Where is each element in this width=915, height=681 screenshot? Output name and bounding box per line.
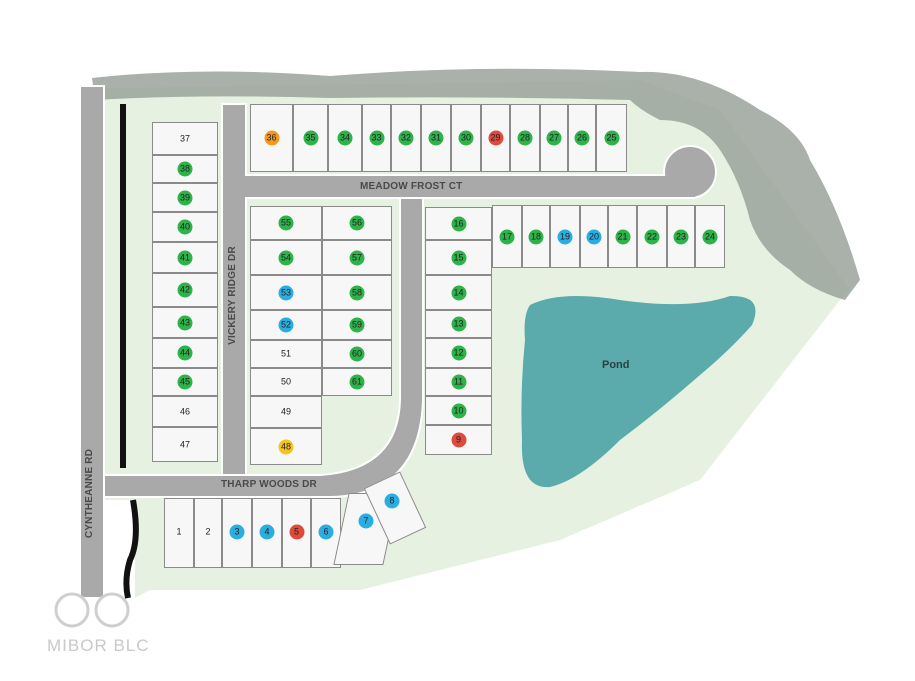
lot-status-marker[interactable]: 17 — [499, 229, 515, 244]
lot-46[interactable] — [152, 396, 218, 427]
lot-status-marker[interactable]: 30 — [458, 130, 474, 146]
lot-status-marker[interactable]: 39 — [177, 190, 193, 205]
lot-status-marker[interactable]: 58 — [349, 285, 365, 300]
lot-status-marker[interactable]: 4 — [259, 524, 275, 540]
lot-status-marker[interactable]: 35 — [303, 130, 318, 146]
lot-status-marker[interactable]: 19 — [557, 229, 573, 244]
lot-status-marker[interactable]: 5 — [289, 524, 304, 540]
lot-status-marker[interactable]: 40 — [177, 219, 193, 235]
lot-status-marker[interactable]: 8 — [384, 493, 400, 509]
lot-status-marker[interactable]: 11 — [451, 374, 466, 390]
lot-status-marker[interactable]: 54 — [278, 250, 294, 265]
lot-status-marker[interactable]: 13 — [451, 316, 466, 332]
lot-status-marker[interactable]: 2 — [205, 526, 211, 537]
lot-status-marker[interactable]: 25 — [604, 130, 619, 146]
lot-status-marker[interactable]: 47 — [179, 439, 190, 449]
lot-status-marker[interactable]: 31 — [428, 130, 444, 146]
lot-status-marker[interactable]: 27 — [546, 130, 562, 146]
pond-label: Pond — [602, 359, 630, 371]
lot-status-marker[interactable]: 12 — [451, 345, 466, 361]
lot-status-marker[interactable]: 51 — [280, 348, 291, 359]
logo-text: MIBOR BLC — [47, 636, 150, 655]
lot-status-marker[interactable]: 48 — [278, 439, 294, 454]
lot-2[interactable] — [194, 498, 222, 568]
lot-status-marker[interactable]: 61 — [349, 374, 365, 390]
lot-status-marker[interactable]: 55 — [278, 215, 294, 231]
road-label-meadow: MEADOW FROST CT — [360, 181, 463, 192]
lot-54[interactable] — [250, 240, 322, 275]
lot-51[interactable] — [250, 340, 322, 368]
lot-status-marker[interactable]: 28 — [517, 130, 533, 146]
lot-status-marker[interactable]: 46 — [179, 406, 190, 416]
lot-status-marker[interactable]: 60 — [349, 346, 365, 362]
lot-status-marker[interactable]: 36 — [264, 130, 279, 146]
lot-32[interactable] — [391, 104, 421, 172]
lot-status-marker[interactable]: 45 — [177, 374, 193, 390]
lot-status-marker[interactable]: 33 — [369, 130, 384, 146]
lot-9[interactable] — [425, 425, 492, 455]
lot-status-marker[interactable]: 37 — [179, 133, 190, 143]
lot-status-marker[interactable]: 59 — [349, 317, 365, 333]
lot-status-marker[interactable]: 44 — [177, 345, 193, 361]
lot-status-marker[interactable]: 21 — [615, 229, 630, 244]
lot-status-marker[interactable]: 34 — [337, 130, 353, 146]
lot-status-marker[interactable]: 53 — [278, 285, 294, 300]
lot-status-marker[interactable]: 9 — [451, 432, 466, 448]
lot-status-marker[interactable]: 57 — [349, 250, 365, 265]
lot-status-marker[interactable]: 22 — [644, 229, 660, 244]
lot-status-marker[interactable]: 16 — [451, 216, 466, 231]
lot-status-marker[interactable]: 50 — [280, 376, 291, 387]
lot-status-marker[interactable]: 43 — [177, 315, 193, 330]
lot-status-marker[interactable]: 26 — [574, 130, 590, 146]
lot-37[interactable] — [152, 122, 218, 155]
road-label-cyntheanne: CYNTHEANNE RD — [84, 448, 96, 539]
roads-fill-fix — [240, 176, 695, 197]
lot-status-marker[interactable]: 20 — [586, 229, 602, 244]
cyntheanne-median — [120, 104, 139, 599]
mibor-logo-icon — [54, 592, 130, 628]
lot-status-marker[interactable]: 24 — [702, 229, 718, 244]
lot-status-marker[interactable]: 23 — [673, 229, 689, 244]
lot-status-marker[interactable]: 56 — [349, 215, 365, 231]
lot-50[interactable] — [250, 368, 322, 396]
lot-49[interactable] — [250, 396, 322, 428]
lot-status-marker[interactable]: 18 — [528, 229, 544, 244]
lot-status-marker[interactable]: 3 — [229, 524, 245, 540]
lot-status-marker[interactable]: 29 — [488, 130, 503, 146]
lot-status-marker[interactable]: 42 — [177, 282, 193, 298]
lot-status-marker[interactable]: 6 — [318, 524, 334, 540]
lot-status-marker[interactable]: 15 — [451, 250, 466, 265]
lot-status-marker[interactable]: 49 — [280, 406, 291, 417]
lot-status-marker[interactable]: 32 — [398, 130, 414, 146]
lot-status-marker[interactable]: 7 — [358, 513, 374, 529]
lot-status-marker[interactable]: 1 — [176, 526, 182, 537]
lot-47[interactable] — [152, 427, 218, 462]
lot-status-marker[interactable]: 41 — [177, 250, 193, 265]
lot-status-marker[interactable]: 52 — [278, 317, 294, 333]
lot-status-marker[interactable]: 14 — [451, 285, 466, 300]
lot-17[interactable] — [492, 205, 522, 268]
tree-line — [92, 68, 860, 300]
road-label-vickery: VICKERY RIDGE DR — [226, 246, 238, 345]
pond — [521, 295, 756, 488]
lot-status-marker[interactable]: 10 — [451, 403, 466, 418]
lot-1[interactable] — [164, 498, 194, 568]
lot-status-marker[interactable]: 38 — [177, 161, 193, 177]
road-label-tharp: THARP WOODS DR — [221, 479, 317, 490]
lot-44[interactable] — [152, 338, 218, 368]
